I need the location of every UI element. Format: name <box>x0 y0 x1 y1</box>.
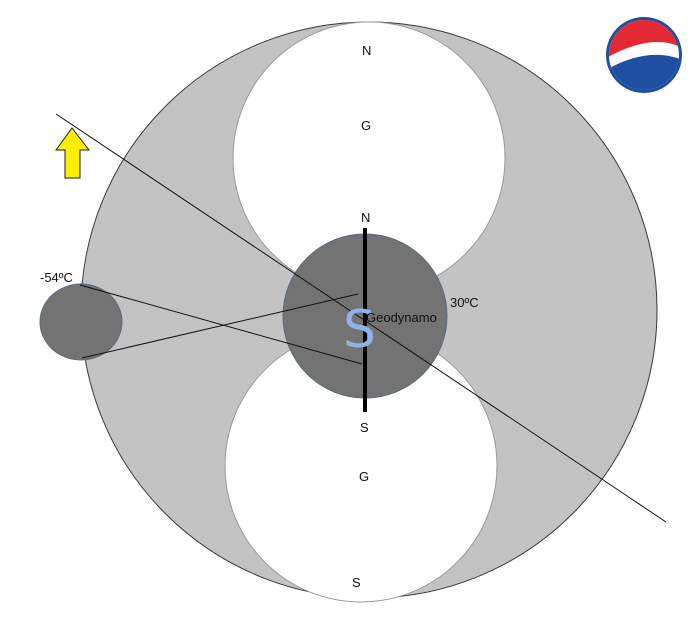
moon-ray-lower-outer <box>81 293 359 359</box>
upper-north-label: N <box>362 43 371 58</box>
lower-south-label: S <box>352 575 361 590</box>
upper-g-label: G <box>361 118 371 133</box>
core-south-label: S <box>360 420 369 435</box>
moon-ray-upper-outer <box>79 284 363 365</box>
core-temp-label: 30ºC <box>450 295 479 310</box>
pepsi-logo <box>606 17 682 93</box>
moon-temp-label: -54ºC <box>40 270 73 285</box>
lower-g-label: G <box>359 469 369 484</box>
core-name-label: Geodynamo <box>366 310 437 325</box>
diagonal-axis-line <box>55 113 667 523</box>
up-arrow-icon <box>55 127 91 179</box>
core-north-label: N <box>361 210 370 225</box>
moon-sphere <box>39 283 123 361</box>
core-symbol: S <box>343 300 376 360</box>
